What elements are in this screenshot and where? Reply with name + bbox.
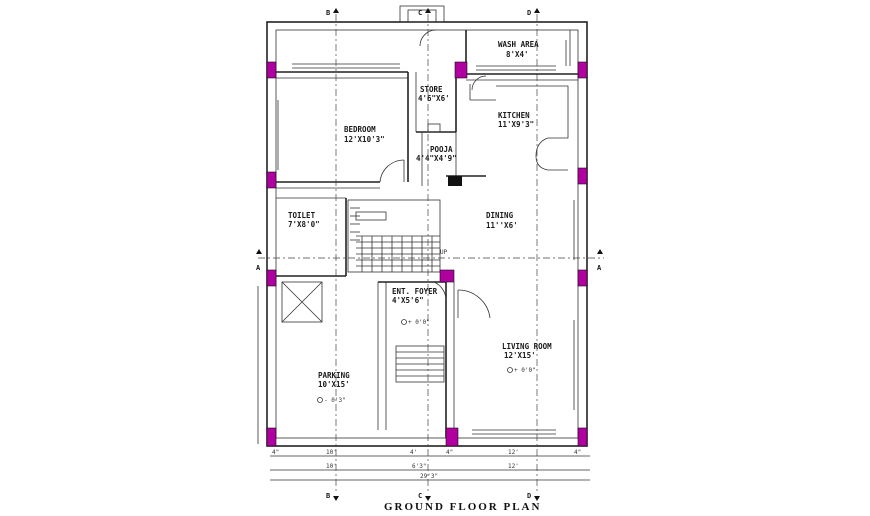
column-c9 [266, 427, 277, 447]
section-arrow-right-a [597, 249, 603, 254]
column-c8 [577, 269, 588, 287]
stair-treads [350, 207, 440, 272]
outer-wall-inner [275, 29, 579, 439]
main-door [457, 289, 491, 319]
room-labels: WASH AREA 8'X4' STORE 4'6"X6' KITCHEN 11… [288, 40, 552, 389]
toilet-size: 7'X8'0" [288, 220, 320, 229]
store-door [419, 29, 437, 47]
wash-area-name: WASH AREA [498, 40, 539, 49]
column-c2 [454, 61, 468, 79]
living-room-name: LIVING ROOM [502, 342, 552, 351]
stair-landing-box [355, 211, 387, 221]
column-c3 [577, 61, 588, 79]
section-arrow-top-b [333, 8, 339, 13]
kitchen-name: KITCHEN [498, 111, 530, 120]
level-marker-living [507, 367, 513, 373]
parking-size: 10'X15' [318, 380, 350, 389]
column-c4 [266, 171, 277, 189]
kitchen-size: 11'X9'3" [498, 120, 534, 129]
bedroom-door [379, 159, 405, 183]
column-c6 [266, 269, 277, 287]
axis-labels-top: B C D [326, 8, 540, 17]
store-shelf [427, 123, 441, 133]
column-c12 [448, 176, 462, 186]
dim-row1-4: 12' [508, 449, 519, 456]
section-arrow-left-a [256, 249, 262, 254]
level-text-living: + 0'0" [514, 367, 536, 374]
wash-door [471, 75, 487, 91]
axis-label-top-c: C [418, 9, 422, 17]
section-arrow-top-c [425, 8, 431, 13]
dim-row1-3: 4" [446, 449, 453, 456]
dim-row2-2: 12' [508, 463, 519, 470]
store-size: 4'6"X6' [418, 94, 450, 103]
dining-size: 11''X6' [486, 221, 518, 230]
axis-label-top-d: D [527, 9, 531, 17]
bedroom-name: BEDROOM [344, 125, 376, 134]
entrance-steps [395, 345, 445, 383]
column-c5 [577, 167, 588, 185]
kitchen-counter [496, 85, 569, 171]
top-projection-inner [407, 9, 437, 23]
kitchen-door-frame [469, 84, 496, 101]
section-arrow-bottom-c [425, 496, 431, 501]
dim-total: 29'3" [420, 473, 438, 480]
dim-row2-1: 6'3" [412, 463, 426, 470]
level-marker-foyer [401, 319, 407, 325]
section-arrow-bottom-b [333, 496, 339, 501]
bedroom-size: 12'X10'3" [344, 135, 385, 144]
columns [266, 61, 588, 447]
toilet-name: TOILET [288, 211, 316, 220]
axis-labels-bottom: B C D [326, 492, 540, 501]
axis-labels-side: A A [256, 249, 603, 272]
level-marker-parking [317, 397, 323, 403]
ent-foyer-size: 4'X5'6" [392, 296, 424, 305]
parking-name: PARKING [318, 371, 350, 380]
dim-row1-5: 4" [574, 449, 581, 456]
column-c1 [266, 61, 277, 79]
axis-label-right-a: A [597, 264, 602, 272]
foyer-door [433, 281, 447, 301]
doors [379, 29, 491, 319]
section-arrow-top-d [534, 8, 540, 13]
parking-shaft [281, 281, 323, 323]
dim-row2-0: 10' [326, 463, 337, 470]
level-text-parking: - 0'3" [324, 397, 346, 404]
pooja-name: POOJA [430, 145, 453, 154]
dim-row1-2: 4' [410, 449, 417, 456]
axis-label-bottom-d: D [527, 492, 531, 500]
dim-row1-0: 4" [272, 449, 279, 456]
dining-name: DINING [486, 211, 514, 220]
store-name: STORE [420, 85, 443, 94]
living-room-size: 12'X15' [504, 351, 536, 360]
column-c11 [577, 427, 588, 447]
axis-label-bottom-b: B [326, 492, 330, 500]
ent-foyer-name: ENT. FOYER [392, 287, 438, 296]
drawing-title: GROUND FLOOR PLAN [384, 501, 541, 513]
level-markers: + 0'0" + 0'0" - 0'3" [317, 319, 536, 404]
bottom-dimensions: 4" 10' 4' 4" 12' 4" 10' 6'3" 12' 29'3" [272, 449, 581, 480]
interior-walls: UP [257, 30, 590, 481]
stair-up-label: UP [440, 249, 448, 256]
wash-area-size: 8'X4' [506, 50, 529, 59]
outer-walls [266, 5, 588, 447]
level-text-foyer: + 0'0" [408, 319, 430, 326]
windows [277, 63, 575, 435]
axis-label-bottom-c: C [418, 492, 422, 500]
column-c10 [445, 427, 459, 447]
column-c7 [439, 269, 455, 283]
axis-label-top-b: B [326, 9, 330, 17]
pooja-size: 4'4"X4'9" [416, 154, 457, 163]
section-arrow-bottom-d [534, 496, 540, 501]
axis-label-left-a: A [256, 264, 261, 272]
dim-row1-1: 10' [326, 449, 337, 456]
